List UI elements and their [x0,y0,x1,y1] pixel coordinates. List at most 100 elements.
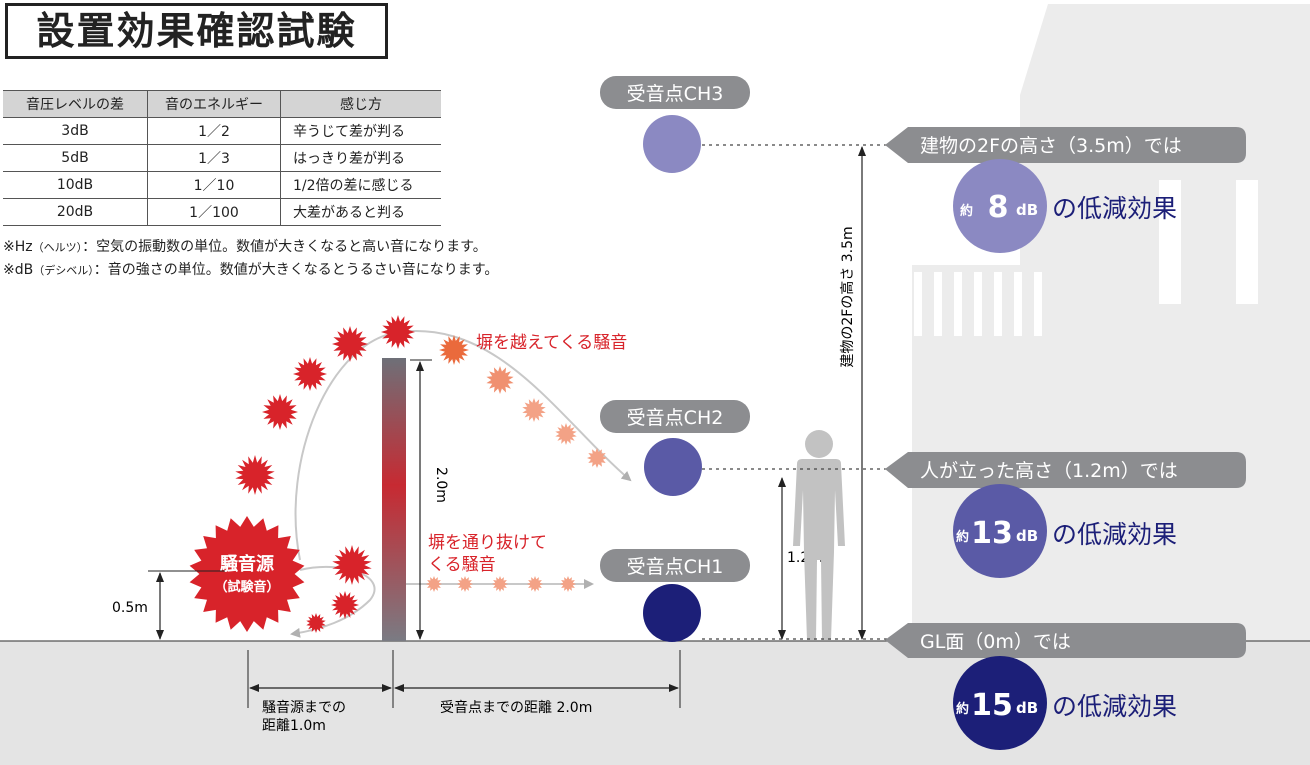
table-cell: 1／100 [147,198,281,226]
sound-burst-icon [381,315,415,349]
table-cell: 1／2 [147,117,281,145]
table-row: 10dB 1／10 1/2倍の差に感じる [3,171,441,199]
building-height-label: 建物の2Fの高さ 3.5m [839,226,856,367]
wall-height-dimension: 2.0m [410,359,449,640]
note-hz-prefix: ※Hz [3,239,33,255]
result-ch3-approx: 約 [960,203,973,219]
result-ch3-unit: dB [1016,201,1038,219]
receiver-ch1-tag [600,549,750,582]
table-cell: 1／3 [147,144,281,172]
table-cell: 大差があると判る [280,198,441,226]
building [912,4,1310,641]
receiver-ch3-label: 受音点CH3 [627,83,724,105]
table-cell: 3dB [3,117,148,145]
note-hz-text: ：空気の振動数の単位。数値が大きくなると高い音になります。 [82,239,487,255]
note-db-text: ：音の強さの単位。数値が大きくなるとうるさい音になります。 [93,262,499,278]
result-ch2-approx: 約 [956,529,969,545]
over-wall-label: 塀を越えてくる騒音 [476,333,627,353]
receiver-ch1-label: 受音点CH1 [627,556,724,578]
through-wall-label-1: 塀を通り抜けて [428,533,547,553]
sound-burst-icon [439,335,469,365]
table-row: 5dB 1／3 はっきり差が判る [3,144,441,172]
wall-height-label: 2.0m [433,467,449,503]
noise-source: 騒音源 （試験音） [189,516,305,632]
result-ch2-unit: dB [1016,527,1038,545]
table-cell: 20dB [3,198,148,226]
building-railing [914,272,1042,336]
sound-burst-icon [331,591,359,619]
source-main-label: 騒音源 [220,553,274,575]
note-db: ※dB（デシベル）：音の強さの単位。数値が大きくなるとうるさい音になります。 [3,259,498,279]
note-hz-paren: （ヘルツ） [32,241,83,254]
sound-burst-icon [426,576,442,592]
result-ch3-circle [953,159,1047,253]
sound-burst-icon [457,576,473,592]
table-header: 感じ方 [280,90,441,118]
sound-path-over [294,330,632,561]
result-ch1: GL面（0m）では 約 15 dB の低減効果 [885,623,1246,750]
note-db-prefix: ※dB [3,262,34,278]
sound-burst-icon [560,576,576,592]
table-cell: はっきり差が判る [280,144,441,172]
sound-burst-icon [262,394,298,430]
result-ch2-banner [885,452,1246,488]
note-hz: ※Hz（ヘルツ）：空気の振動数の単位。数値が大きくなると高い音になります。 [3,236,487,256]
distance-source-label-1: 騒音源までの [262,699,346,716]
result-ch3-desc: 建物の2Fの高さ（3.5m）では [920,135,1182,157]
table-cell: 10dB [3,171,148,199]
result-ch1-desc: GL面（0m）では [920,631,1071,653]
result-ch1-value: 15 [971,688,1013,723]
note-db-paren: （デシベル） [33,264,94,277]
building-window-left [1159,180,1258,304]
result-ch3-banner [885,127,1246,163]
result-ch2-suffix: の低減効果 [1052,520,1177,549]
sound-burst-icon [235,455,275,495]
receiver-ch1-dot [643,584,701,642]
result-ch2-desc: 人が立った高さ（1.2m）では [920,460,1178,482]
sound-burst-icon [332,545,372,585]
receiver-ch3-dot [643,115,701,173]
ground [0,641,1310,765]
receiver-ch3-tag [600,76,750,109]
result-ch3-suffix: の低減効果 [1052,194,1177,223]
sound-level-table: 音圧レベルの差 音のエネルギー 感じ方 3dB 1／2 辛うじて差が判る 5dB… [3,90,441,226]
sound-burst-icon [293,357,327,391]
result-ch1-unit: dB [1016,699,1038,717]
result-ch1-suffix: の低減効果 [1052,692,1177,721]
table-row: 3dB 1／2 辛うじて差が判る [3,117,441,145]
sound-burst-icon [306,613,326,633]
sound-burst-icon [492,576,508,592]
table-cell: 辛うじて差が判る [280,117,441,145]
wall [382,358,406,641]
result-ch1-banner [885,623,1246,658]
receiver-ch2: 受音点CH2 [600,400,750,496]
building-height-dimension: 建物の2Fの高さ 3.5m [839,146,866,640]
result-ch1-approx: 約 [956,701,969,717]
source-height-dimension: 0.5m [112,570,225,640]
receiver-ch2-dot [644,438,702,496]
source-height-label: 0.5m [112,600,148,616]
source-sub-label: （試験音） [214,579,279,595]
sound-burst-icon [522,398,546,422]
result-ch3-value: 8 [988,190,1009,225]
receiver-ch2-label: 受音点CH2 [627,407,724,429]
sound-burst-icon [527,576,543,592]
result-ch3: 建物の2Fの高さ（3.5m）では 約 8 dB の低減効果 [885,127,1246,253]
distance-receiver-label: 受音点までの距離 2.0m [440,699,592,716]
sound-burst-icon [587,448,607,468]
table-header-row: 音圧レベルの差 音のエネルギー 感じ方 [3,90,441,118]
receiver-ch3: 受音点CH3 [600,76,750,173]
result-ch1-circle [953,656,1047,750]
table-header: 音のエネルギー [147,90,281,118]
sound-burst-icon [555,423,577,445]
person-figure [793,430,845,640]
page-title: 設置効果確認試験 [5,3,388,59]
table-cell: 1/2倍の差に感じる [280,171,441,199]
distance-source-label-2: 距離1.0m [262,717,326,734]
result-ch2-circle [953,484,1047,578]
through-wall-label-2: くる騒音 [428,555,496,575]
distance-dimensions: 騒音源までの 距離1.0m 受音点までの距離 2.0m [247,650,681,734]
table-header: 音圧レベルの差 [3,90,148,118]
result-ch2-value: 13 [971,516,1013,551]
